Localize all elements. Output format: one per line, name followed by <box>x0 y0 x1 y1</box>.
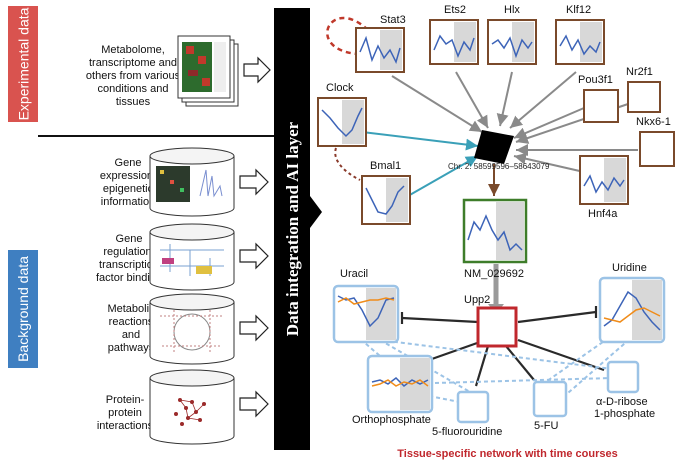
edge-upp2-ribose <box>517 338 605 372</box>
label-bmal1: Bmal1 <box>370 160 402 172</box>
edge-clock-hub <box>361 131 479 151</box>
regulator-klf12 <box>555 19 605 65</box>
ppi-text: Protein-protein interactions <box>96 394 154 432</box>
edge-upp2-5fu <box>505 345 535 381</box>
stat3-self-loop <box>326 16 369 56</box>
gene-regulation-text: Gene regulation, transcription factor bi… <box>95 233 163 284</box>
enzyme-upp2-box <box>476 306 518 348</box>
metabolic-text: Metabolic reactions and pathways <box>107 303 155 354</box>
edge-upp2-uridine <box>517 310 597 324</box>
edge-hnf4a-hub <box>513 152 585 173</box>
gene-expression-text: Gene expression, epigenetic information <box>99 157 157 208</box>
regulator-stat3 <box>355 27 405 73</box>
regulator-hlx <box>487 19 537 65</box>
label-ribose-2: 1-phosphate <box>594 408 656 420</box>
regulator-nkx6-1 <box>639 131 675 167</box>
label-nkx6-1: Nkx6-1 <box>636 116 671 128</box>
label-stat3: Stat3 <box>380 14 406 26</box>
edge-bmal1-hub <box>407 155 479 197</box>
network-footer-caption: Tissue-specific network with time course… <box>397 448 618 460</box>
arrow-gene-expression <box>239 168 269 196</box>
label-uracil: Uracil <box>340 268 369 280</box>
edge-ets2-hub <box>455 71 489 129</box>
label-nm029692: NM_029692 <box>464 268 524 280</box>
metabolite-uridine-box <box>598 276 666 344</box>
arrow-metabolic <box>239 314 269 342</box>
ai-layer-arrowhead <box>310 196 322 228</box>
edge-klf12-hub <box>509 71 577 129</box>
label-clock: Clock <box>326 82 354 94</box>
regulator-clock <box>317 97 367 147</box>
gene-nm029692-box <box>462 198 528 264</box>
label-hnf4a: Hnf4a <box>588 208 618 220</box>
regulator-ets2 <box>429 19 479 65</box>
experimental-data-label: Experimental data <box>8 6 38 122</box>
label-hlx: Hlx <box>504 4 520 16</box>
edge-stat3-hub <box>391 75 483 133</box>
arrow-metabolome <box>243 56 271 84</box>
metabolite-ribose-box <box>606 360 640 394</box>
clock-bmal1-link <box>334 147 361 181</box>
document-stack-icon <box>177 35 239 107</box>
label-5fu: 5-FU <box>534 420 559 432</box>
ai-layer-text: Data integration and AI layer <box>283 121 303 337</box>
ai-layer-bar <box>274 8 310 450</box>
arrow-gene-regulation <box>239 242 269 270</box>
gene-expression-cylinder-icon <box>149 147 235 217</box>
ai-layer-label: Data integration and AI layer <box>276 10 310 448</box>
label-fluorouridine: 5-fluorouridine <box>432 426 503 438</box>
regulator-hnf4a <box>579 155 629 205</box>
ppi-cylinder-icon <box>149 369 235 445</box>
label-klf12: Klf12 <box>566 4 592 16</box>
metabolite-fluorouridine-box <box>456 390 490 424</box>
metabolite-uracil-box <box>332 284 400 344</box>
label-uridine: Uridine <box>612 262 647 274</box>
network-hub <box>474 130 514 164</box>
label-ribose-1: α-D-ribose <box>596 396 648 408</box>
edge-upp2-uracil <box>401 316 479 324</box>
metabolite-5fu-box <box>532 380 568 418</box>
regulator-nr2f1 <box>627 81 661 113</box>
metabolome-text: Metabolome, transcriptome and others fro… <box>85 44 181 108</box>
metabolic-cylinder-icon <box>149 293 235 365</box>
arrow-ppi <box>239 390 269 418</box>
regulator-bmal1 <box>361 175 411 225</box>
label-ets2: Ets2 <box>444 4 467 16</box>
regulator-pou3f1 <box>583 89 619 123</box>
background-data-label: Background data <box>8 250 38 368</box>
metabolite-orthophosphate-box <box>366 354 434 414</box>
gene-regulation-cylinder-icon <box>149 223 235 291</box>
label-nr2f1: Nr2f1 <box>626 66 653 78</box>
source-arrows <box>239 56 271 418</box>
edge-hlx-hub <box>496 71 513 127</box>
label-upp2: Upp2 <box>464 294 491 306</box>
label-pou3f1: Pou3f1 <box>578 74 613 86</box>
label-orthophosphate: Orthophosphate <box>352 414 431 426</box>
locus-label: Chr. 2: 58599596–58643079 <box>448 162 550 171</box>
